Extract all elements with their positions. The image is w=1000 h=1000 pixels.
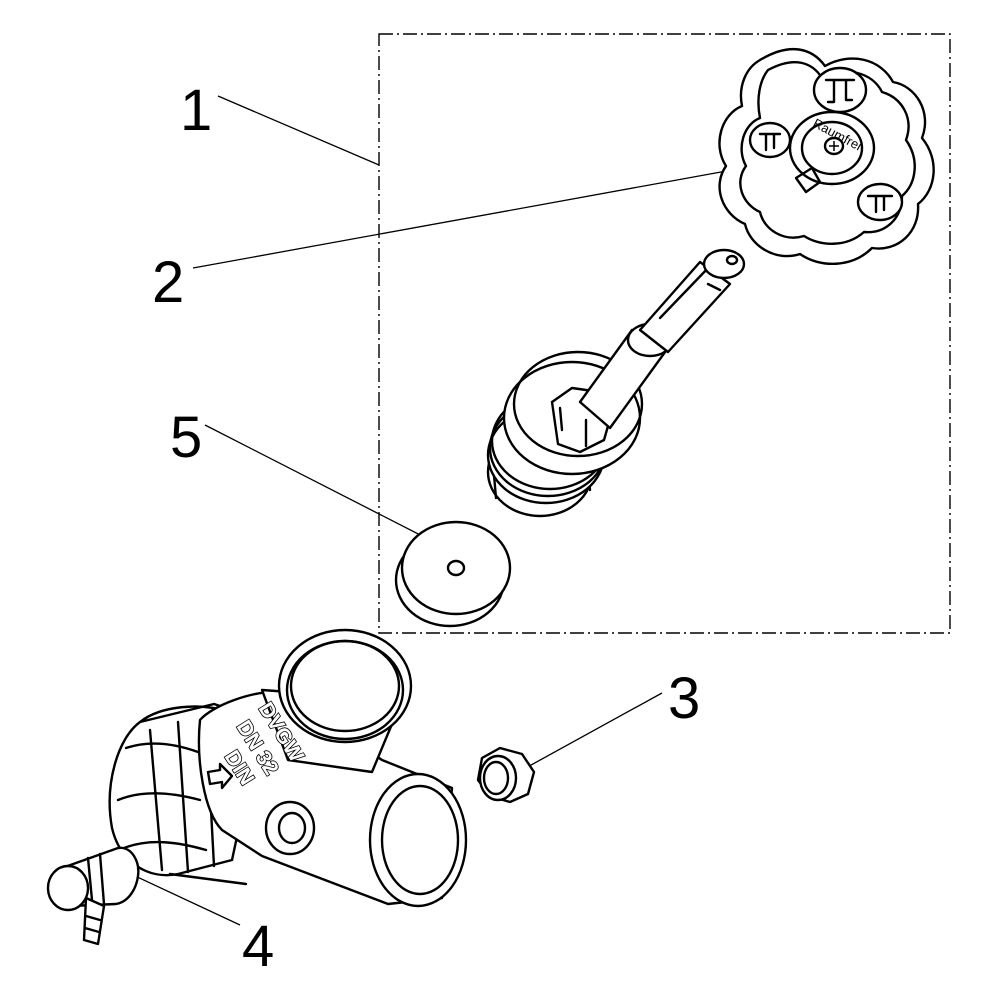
hose-nozzle	[82, 896, 106, 946]
handwheel: Raumfrei	[718, 47, 935, 265]
callout-1: 1	[180, 78, 212, 143]
wheel-emblem-top	[812, 66, 868, 114]
callout-4: 4	[242, 914, 274, 979]
seal-disc	[394, 520, 512, 628]
wheel-emblem-right	[856, 182, 904, 222]
flow-arrow	[206, 762, 234, 790]
callout-5: 5	[170, 405, 202, 470]
leader-5	[204, 424, 431, 541]
spindle-tip	[702, 248, 746, 280]
side-boss	[264, 800, 316, 856]
leader-2	[192, 169, 733, 269]
wheel-emblem-left	[748, 121, 792, 159]
drain-valve-cap	[46, 864, 90, 912]
drain-valve	[46, 846, 140, 946]
drain-plug	[476, 746, 536, 804]
body-right-port	[368, 772, 468, 908]
leader-3	[521, 692, 663, 771]
callout-2: 2	[152, 250, 184, 315]
callout-3: 3	[668, 666, 700, 731]
leader-1	[217, 95, 380, 166]
disc-hole	[446, 559, 466, 577]
body-top-port	[277, 628, 413, 744]
assembly-frame	[378, 33, 951, 634]
headpiece	[486, 248, 746, 518]
valve-body: DVGW DN 32 DIN	[108, 628, 468, 908]
